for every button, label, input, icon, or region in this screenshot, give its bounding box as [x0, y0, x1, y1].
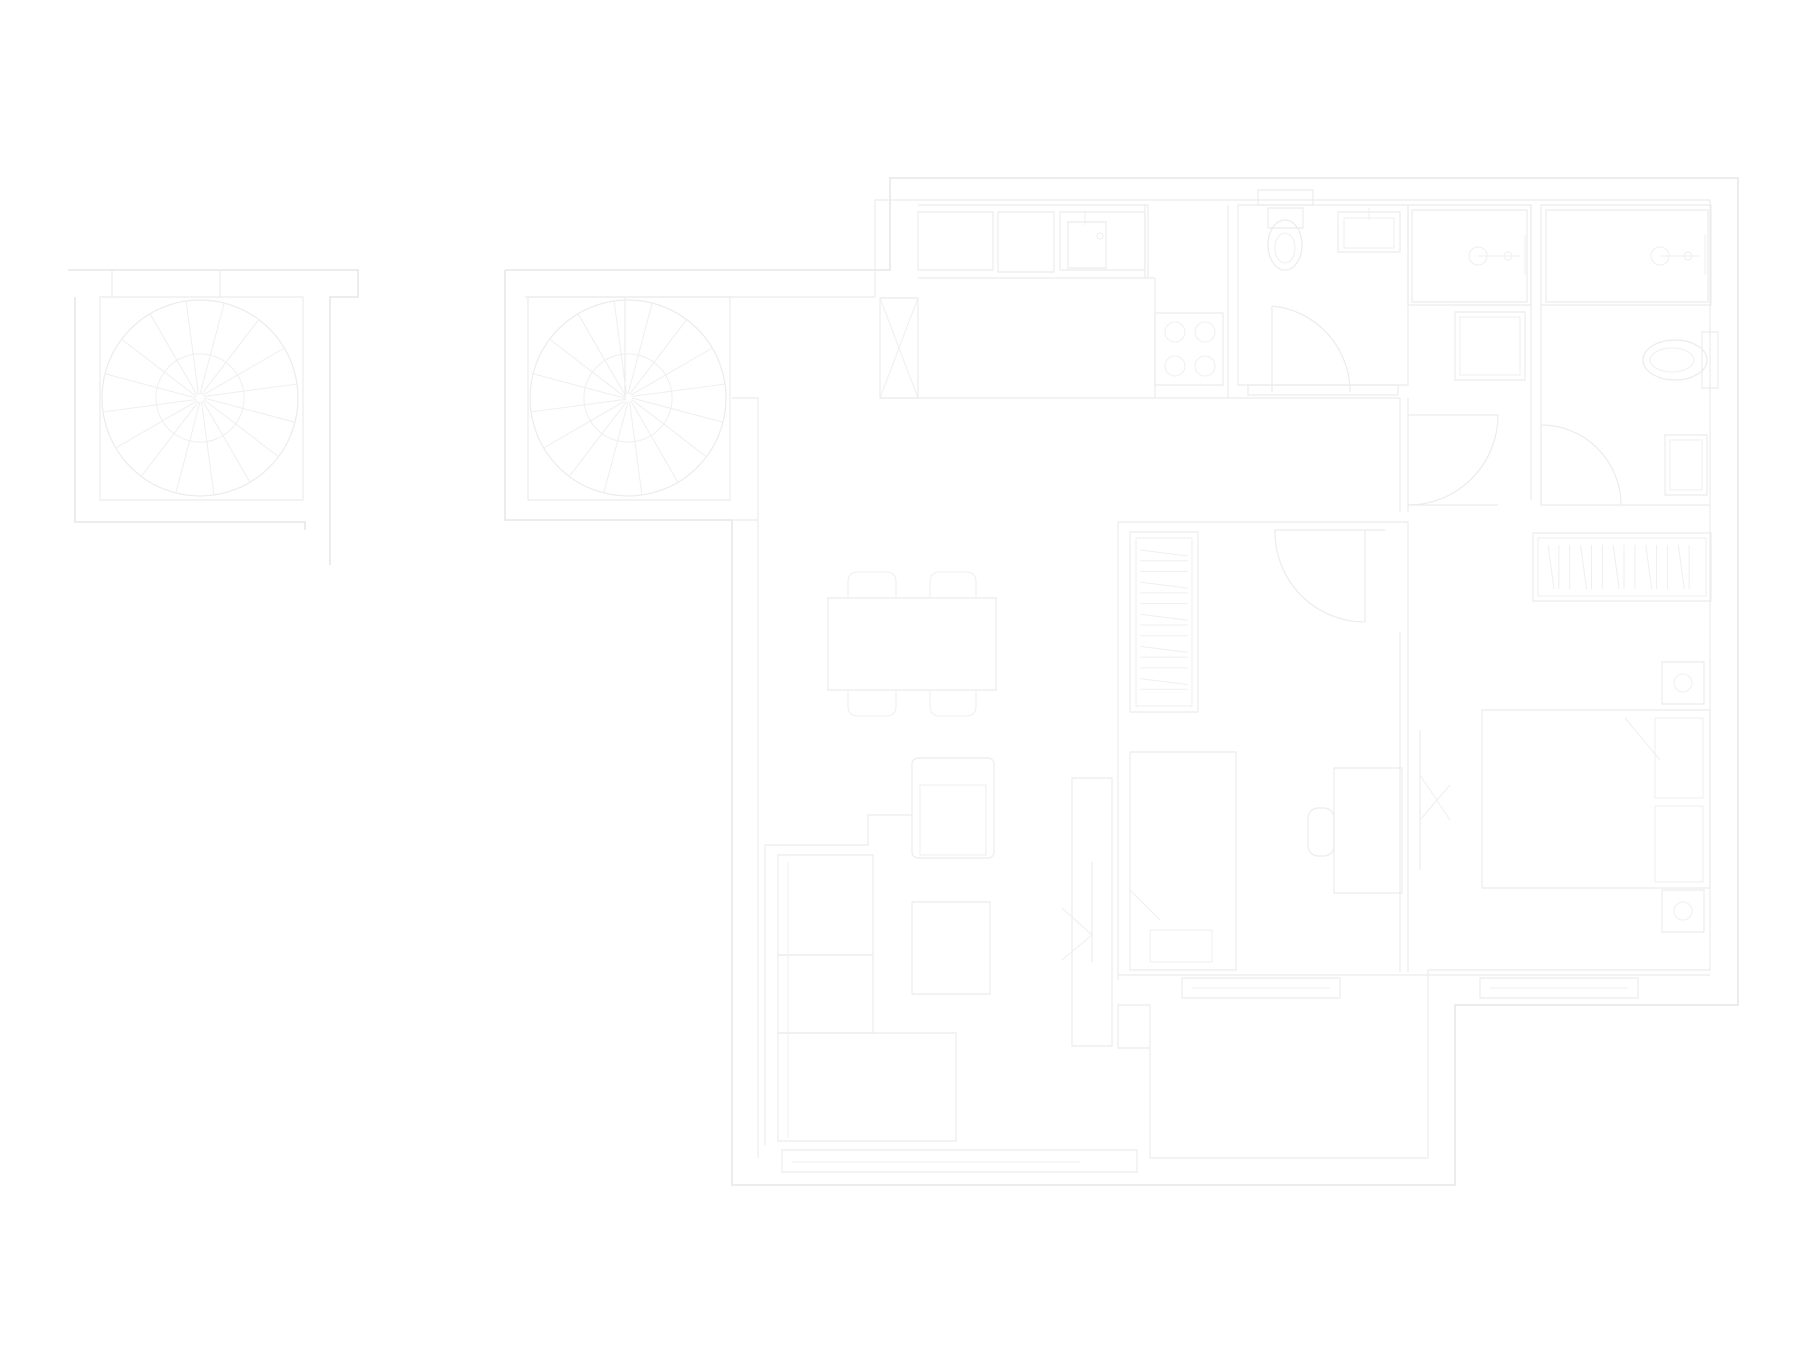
main-stair-area	[528, 297, 730, 500]
living-room	[765, 572, 1137, 1172]
shower-icon	[1546, 210, 1708, 302]
dining-table-icon	[828, 572, 996, 716]
bedroom-right	[1420, 662, 1710, 998]
cooktop-icon	[1155, 313, 1223, 385]
bathroom-wc	[1238, 190, 1408, 395]
bathroom-shower	[1408, 205, 1531, 500]
coffee-table-icon	[912, 902, 990, 994]
chair-icon	[1308, 808, 1334, 856]
door-swing-icon	[1272, 306, 1350, 392]
sink-icon	[1068, 222, 1106, 268]
door-swing-icon	[1275, 530, 1365, 622]
nightstand-icon	[1662, 662, 1704, 932]
sink-icon	[1665, 435, 1707, 495]
upper-landing	[68, 270, 358, 565]
bedroom-center	[1118, 522, 1710, 998]
shower-icon	[1412, 210, 1527, 302]
washing-machine-icon	[1455, 312, 1525, 380]
armchair-icon	[912, 758, 994, 858]
outer-walls	[505, 178, 1738, 1185]
door-swing-icon	[1408, 415, 1498, 505]
spiral-staircase-icon	[530, 300, 726, 496]
bed-icon	[1482, 710, 1710, 888]
hallway	[1400, 398, 1498, 512]
bathroom-right	[1541, 205, 1718, 505]
wardrobe-hangers	[1548, 545, 1689, 589]
radiator-icon	[1182, 978, 1340, 998]
radiator-icon	[1480, 978, 1638, 998]
bed-icon	[1130, 752, 1236, 970]
door-swing-icon	[1541, 425, 1621, 505]
sink-icon	[1338, 208, 1400, 252]
toilet-icon	[1643, 332, 1718, 388]
spiral-staircase-icon	[102, 300, 298, 496]
wardrobe-icon	[1130, 532, 1198, 712]
desk-icon	[1334, 768, 1402, 893]
chair-icon	[848, 572, 976, 716]
radiator-icon	[782, 1150, 1137, 1172]
tv-console-icon	[1062, 778, 1112, 1046]
toilet-icon	[1268, 208, 1303, 270]
wardrobe	[1533, 533, 1711, 601]
kitchen	[880, 205, 1400, 398]
sofa-icon	[765, 815, 956, 1145]
